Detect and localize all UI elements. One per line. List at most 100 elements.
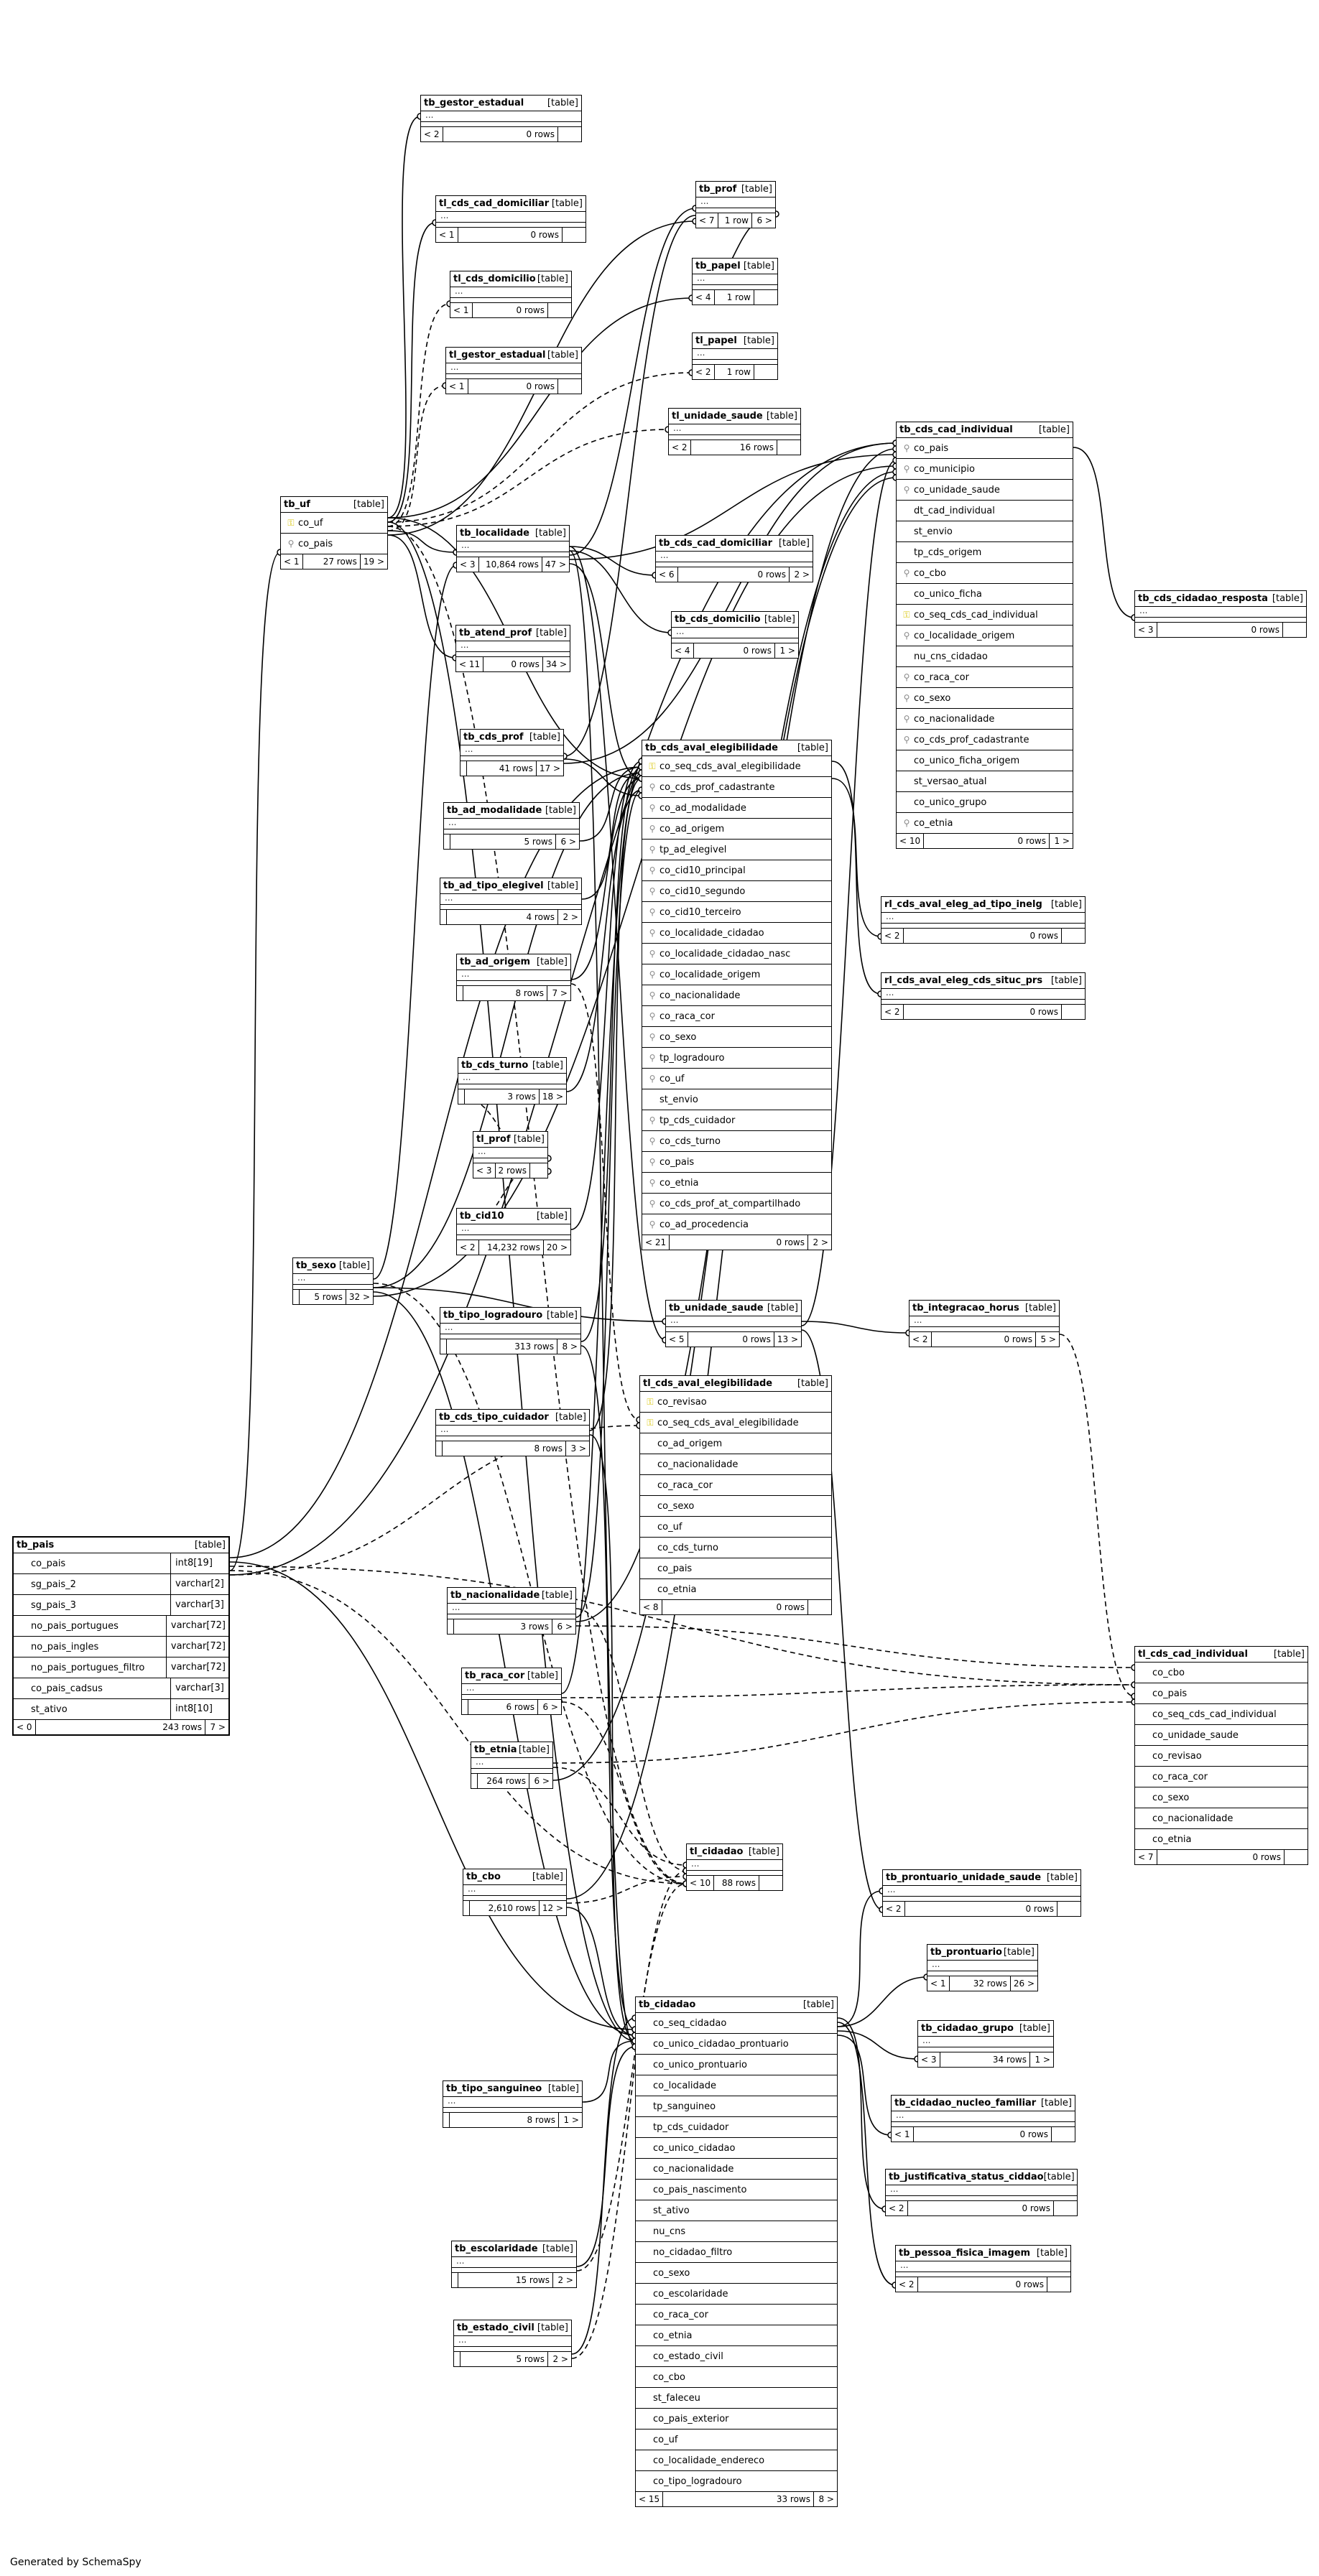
column-row[interactable]: ⚲co_raca_cor (642, 1006, 831, 1027)
children-count-link[interactable]: 13 > (777, 1334, 798, 1344)
column-row[interactable]: ⚲co_pais (897, 438, 1073, 459)
table-name[interactable]: tb_papel (695, 261, 741, 271)
column-row[interactable]: ⚲co_uf (642, 1069, 831, 1089)
column-row[interactable]: ⚲co_sexo (642, 1027, 831, 1048)
table-name[interactable]: tb_cds_cidadao_resposta (1138, 593, 1268, 604)
column-row[interactable]: ⚲co_municipio (897, 459, 1073, 480)
column-row[interactable]: ⚲co_ad_modalidade (642, 798, 831, 819)
children-count-link[interactable]: 7 > (210, 1722, 226, 1732)
parents-count-link[interactable]: < 2 (883, 1902, 905, 1916)
table-rl-cds-aval-eleg-cds-situc-prs[interactable]: rl_cds_aval_eleg_cds_situc_prs[table]...… (881, 972, 1086, 1020)
children-count-link[interactable]: 1 > (1054, 836, 1070, 846)
column-row[interactable]: ⚿co_seq_cds_aval_elegibilidade (640, 1413, 831, 1433)
column-row[interactable]: tp_sanguineo (636, 2096, 837, 2117)
table-name[interactable]: tb_pais (17, 1540, 55, 1550)
column-row[interactable]: no_cidadao_filtro (636, 2242, 837, 2263)
column-row[interactable]: st_envio (642, 1089, 831, 1110)
parents-count-link[interactable]: < 2 (881, 929, 904, 943)
column-row[interactable]: co_ad_origem (640, 1433, 831, 1454)
children-count-link[interactable]: 47 > (545, 559, 566, 569)
column-row[interactable]: co_localidade (636, 2075, 837, 2096)
parents-count-link[interactable]: < 3 (457, 557, 479, 572)
column-row[interactable]: ⚲co_nacionalidade (642, 985, 831, 1006)
column-row[interactable]: ⚲co_pais (281, 534, 387, 554)
column-row[interactable]: co_pais (640, 1558, 831, 1579)
column-row[interactable]: ⚲co_cds_prof_cadastrante (897, 730, 1073, 750)
children-count-link[interactable]: 1 > (1035, 2055, 1050, 2065)
column-row[interactable]: co_etnia (636, 2325, 837, 2346)
children-count-link[interactable]: 6 > (560, 837, 576, 847)
column-row[interactable]: st_envio (897, 521, 1073, 542)
column-row[interactable]: nu_cns (636, 2221, 837, 2242)
table-name[interactable]: tb_cds_cad_individual (899, 424, 1013, 435)
table-name[interactable]: tb_uf (284, 499, 310, 510)
children-count-link[interactable] (1057, 1902, 1080, 1916)
column-row[interactable]: ⚲co_etnia (642, 1173, 831, 1194)
table-rl-cds-aval-eleg-ad-tipo-inelg[interactable]: rl_cds_aval_eleg_ad_tipo_inelg[table]...… (881, 896, 1086, 944)
children-count-link[interactable] (808, 1600, 831, 1614)
column-row[interactable]: ⚲co_ad_procedencia (642, 1214, 831, 1235)
children-count-link[interactable] (777, 440, 800, 455)
parents-count-link[interactable]: < 6 (656, 567, 678, 582)
children-count-link[interactable]: 6 > (557, 1622, 573, 1632)
column-row[interactable]: co_sexo (1135, 1787, 1308, 1808)
parents-count-link[interactable]: < 1 (436, 228, 458, 242)
children-count-link[interactable]: 1 > (779, 646, 795, 656)
parents-count-link[interactable] (458, 1089, 465, 1104)
table-name[interactable]: tb_justificativa_status_ciddao (889, 2172, 1044, 2182)
column-row[interactable]: ⚲co_cid10_principal (642, 860, 831, 881)
column-row[interactable]: ⚲co_cid10_terceiro (642, 902, 831, 923)
column-row[interactable]: co_estado_civil (636, 2346, 837, 2367)
children-count-link[interactable] (759, 1876, 782, 1890)
children-count-link[interactable] (548, 303, 571, 317)
table-name[interactable]: tb_nacionalidade (450, 1590, 540, 1601)
children-count-link[interactable] (1054, 2201, 1077, 2215)
parents-count-link[interactable]: < 5 (666, 1332, 688, 1347)
parents-count-link[interactable]: < 15 (636, 2492, 664, 2506)
column-row[interactable]: tp_cds_origem (897, 542, 1073, 563)
parents-count-link[interactable]: < 21 (642, 1235, 670, 1250)
children-count-link[interactable]: 6 > (756, 215, 772, 225)
children-count-link[interactable]: 3 > (570, 1443, 586, 1454)
parents-count-link[interactable] (461, 761, 467, 776)
table-name[interactable]: tb_prof (699, 184, 737, 195)
table-name[interactable]: tb_escolaridade (455, 2243, 538, 2254)
table-name[interactable]: tb_raca_cor (465, 1670, 525, 1681)
children-count-link[interactable]: 34 > (545, 659, 567, 669)
column-row[interactable]: co_unico_ficha_origem (897, 750, 1073, 771)
parents-count-link[interactable]: < 2 (886, 2201, 908, 2215)
table-tb-prontuario-unidade-saude[interactable]: tb_prontuario_unidade_saude[table]...< 2… (882, 1869, 1081, 1917)
column-row[interactable]: co_seq_cidadao (636, 2013, 837, 2034)
table-name[interactable]: tb_cbo (466, 1871, 501, 1882)
table-name[interactable]: tb_prontuario_unidade_saude (886, 1872, 1042, 1883)
children-count-link[interactable]: 32 > (348, 1292, 370, 1302)
parents-count-link[interactable] (293, 1290, 300, 1304)
children-count-link[interactable] (1062, 1005, 1085, 1019)
column-row[interactable]: co_sexo (636, 2263, 837, 2284)
column-row[interactable]: ⚿co_seq_cds_aval_elegibilidade (642, 756, 831, 777)
parents-count-link[interactable]: < 1 (281, 554, 303, 569)
table-tl-cds-aval-elegibilidade[interactable]: tl_cds_aval_elegibilidade[table]⚿co_revi… (639, 1375, 832, 1615)
children-count-link[interactable]: 20 > (546, 1242, 568, 1252)
children-count-link[interactable] (1052, 2127, 1075, 2142)
table-name[interactable]: tb_cds_aval_elegibilidade (645, 743, 778, 753)
column-row[interactable]: co_nacionalidade (640, 1454, 831, 1475)
